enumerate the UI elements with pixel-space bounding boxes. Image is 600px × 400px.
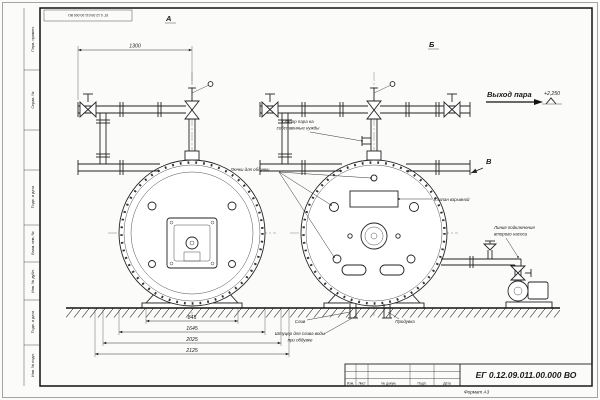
dimensions-bottom: 845 1645 2025 2125: [94, 309, 290, 357]
frame-label-perv: Перв. примен.: [31, 26, 35, 51]
frame-label-dubl: Инв. № дубл.: [31, 269, 35, 293]
steam-outlet-pipe: [380, 93, 471, 175]
drain-label: Слив: [295, 319, 306, 324]
annotation-hatches: Лючки для обдувки: [230, 167, 372, 258]
frame-label-sprav: Справ. №: [31, 91, 35, 108]
titlerow-data: Дата: [443, 381, 451, 385]
fitting-line1: Штуцер для слива воды: [275, 331, 326, 336]
view-labels: А Б В: [165, 14, 492, 174]
titlerow-podp: Подп.: [417, 381, 426, 385]
dim-1300: 1300: [129, 44, 141, 50]
document-code: ЕГ 0.12.09.011.00.000 ВО: [476, 370, 577, 380]
annotation-own-needs: Отбор пара на собственные нужды: [277, 119, 363, 142]
format-label: Формат А3: [464, 390, 490, 395]
dim-1645: 1645: [186, 326, 198, 332]
manifold-front: [77, 93, 186, 175]
dimension-top: 1300: [77, 44, 193, 100]
title-block: Изм. Лист № докум. Подп. Дата ЕГ 0.12.09…: [344, 363, 593, 395]
top-stamp: ЕГ 0.12.09.011.00.000 ВО: [43, 9, 133, 22]
titlerow-list: Лист: [358, 381, 366, 385]
dim-2125: 2125: [185, 348, 198, 354]
pump-line2: второго насоса: [494, 232, 528, 237]
ground-line: [66, 307, 560, 318]
titlerow-doc: № докум.: [382, 381, 397, 385]
blowdown-label: Продувка: [395, 319, 415, 324]
boiler-rear-view: [300, 159, 448, 307]
view-a-label: А: [165, 14, 171, 23]
stamp-code: ЕГ 0.12.09.011.00.000 ВО: [68, 13, 108, 17]
annotation-explosion-valve: Клапан взрывной: [398, 197, 470, 202]
dim-2025: 2025: [185, 337, 198, 343]
frame-label-podp2: Подп. и дата: [31, 310, 35, 333]
frame-label-podl: Инв. № подл.: [31, 353, 35, 377]
annotation-pump-line: Линия подключения второго насоса: [493, 225, 535, 258]
manifold-rear: [259, 93, 368, 175]
frame-label-vzam: Взам. инв. №: [31, 231, 35, 255]
safety-valve-rear: [361, 81, 396, 161]
dim-845: 845: [188, 315, 197, 321]
view-v-label: В: [486, 157, 492, 166]
steam-outlet-callout: Выход пара +2,250: [486, 90, 562, 105]
feed-pump: [441, 240, 553, 309]
view-b-label: Б: [429, 40, 435, 49]
drain-stubs: [348, 304, 392, 319]
fitting-line2: при обдувке: [288, 338, 313, 343]
safety-valve-front: [184, 81, 214, 161]
own-needs-line1: Отбор пара на: [282, 119, 314, 124]
titlerow-izm: Изм.: [347, 381, 354, 385]
own-needs-line2: собственные нужды: [277, 126, 320, 131]
explosion-label: Клапан взрывной: [434, 197, 470, 202]
annotation-drain: Слив Продувка Штуцер для слива воды при …: [275, 311, 415, 343]
hatches-label: Лючки для обдувки: [230, 167, 270, 172]
frame-label-podp1: Подп. и дата: [31, 185, 35, 208]
boiler-front-view: [118, 159, 266, 307]
pump-line1: Линия подключения: [493, 225, 535, 230]
steam-out-label: Выход пара: [487, 90, 532, 99]
elevation-mark: +2,250: [544, 91, 560, 97]
